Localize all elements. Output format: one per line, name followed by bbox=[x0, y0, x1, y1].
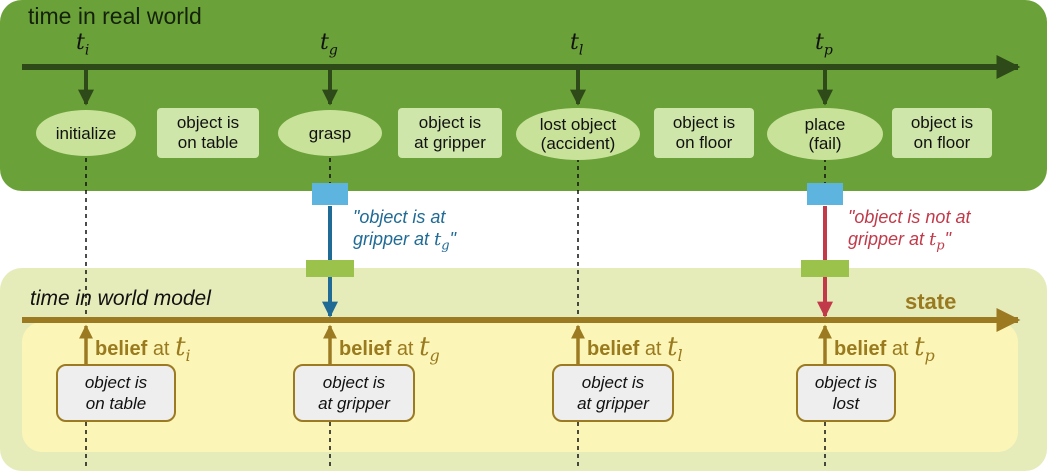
state-box-at-gripper: object is at gripper bbox=[398, 108, 502, 158]
state-box-on-table: object is on table bbox=[157, 108, 259, 158]
belief-label-tp: belief at tp bbox=[834, 332, 935, 366]
belief-label-ti: belief at ti bbox=[95, 332, 191, 366]
real-world-panel bbox=[0, 0, 1047, 191]
event-grasp: grasp bbox=[278, 110, 382, 156]
observation-text-place: "object is not at gripper at tp" bbox=[848, 207, 971, 254]
sensor-marker-grasp bbox=[312, 183, 348, 205]
observation-text-grasp: "object is at gripper at tg" bbox=[353, 207, 456, 254]
tick-label-tg: tg bbox=[320, 30, 338, 59]
state-box-on-floor-2: object is on floor bbox=[892, 108, 992, 158]
belief-state-ti: object is on table bbox=[56, 364, 176, 422]
tick-label-ti: ti bbox=[76, 30, 90, 59]
belief-state-tl: object is at gripper bbox=[552, 364, 674, 422]
event-place: place (fail) bbox=[767, 108, 883, 160]
belief-state-tg: object is at gripper bbox=[293, 364, 415, 422]
event-lost-object: lost object (accident) bbox=[516, 108, 640, 160]
belief-state-tp: object is lost bbox=[796, 364, 896, 422]
tick-label-tl: tl bbox=[570, 30, 584, 59]
sensor-marker-place bbox=[807, 183, 843, 205]
update-bar-place bbox=[801, 260, 849, 277]
world-model-title: time in world model bbox=[30, 287, 211, 310]
state-box-on-floor-1: object is on floor bbox=[654, 108, 754, 158]
real-world-title: time in real world bbox=[28, 3, 202, 29]
belief-label-tg: belief at tg bbox=[339, 332, 440, 366]
event-initialize: initialize bbox=[36, 110, 136, 156]
update-bar-grasp bbox=[306, 260, 354, 277]
state-axis-label: state bbox=[905, 289, 957, 314]
belief-label-tl: belief at tl bbox=[587, 332, 683, 366]
tick-label-tp: tp bbox=[815, 30, 833, 59]
